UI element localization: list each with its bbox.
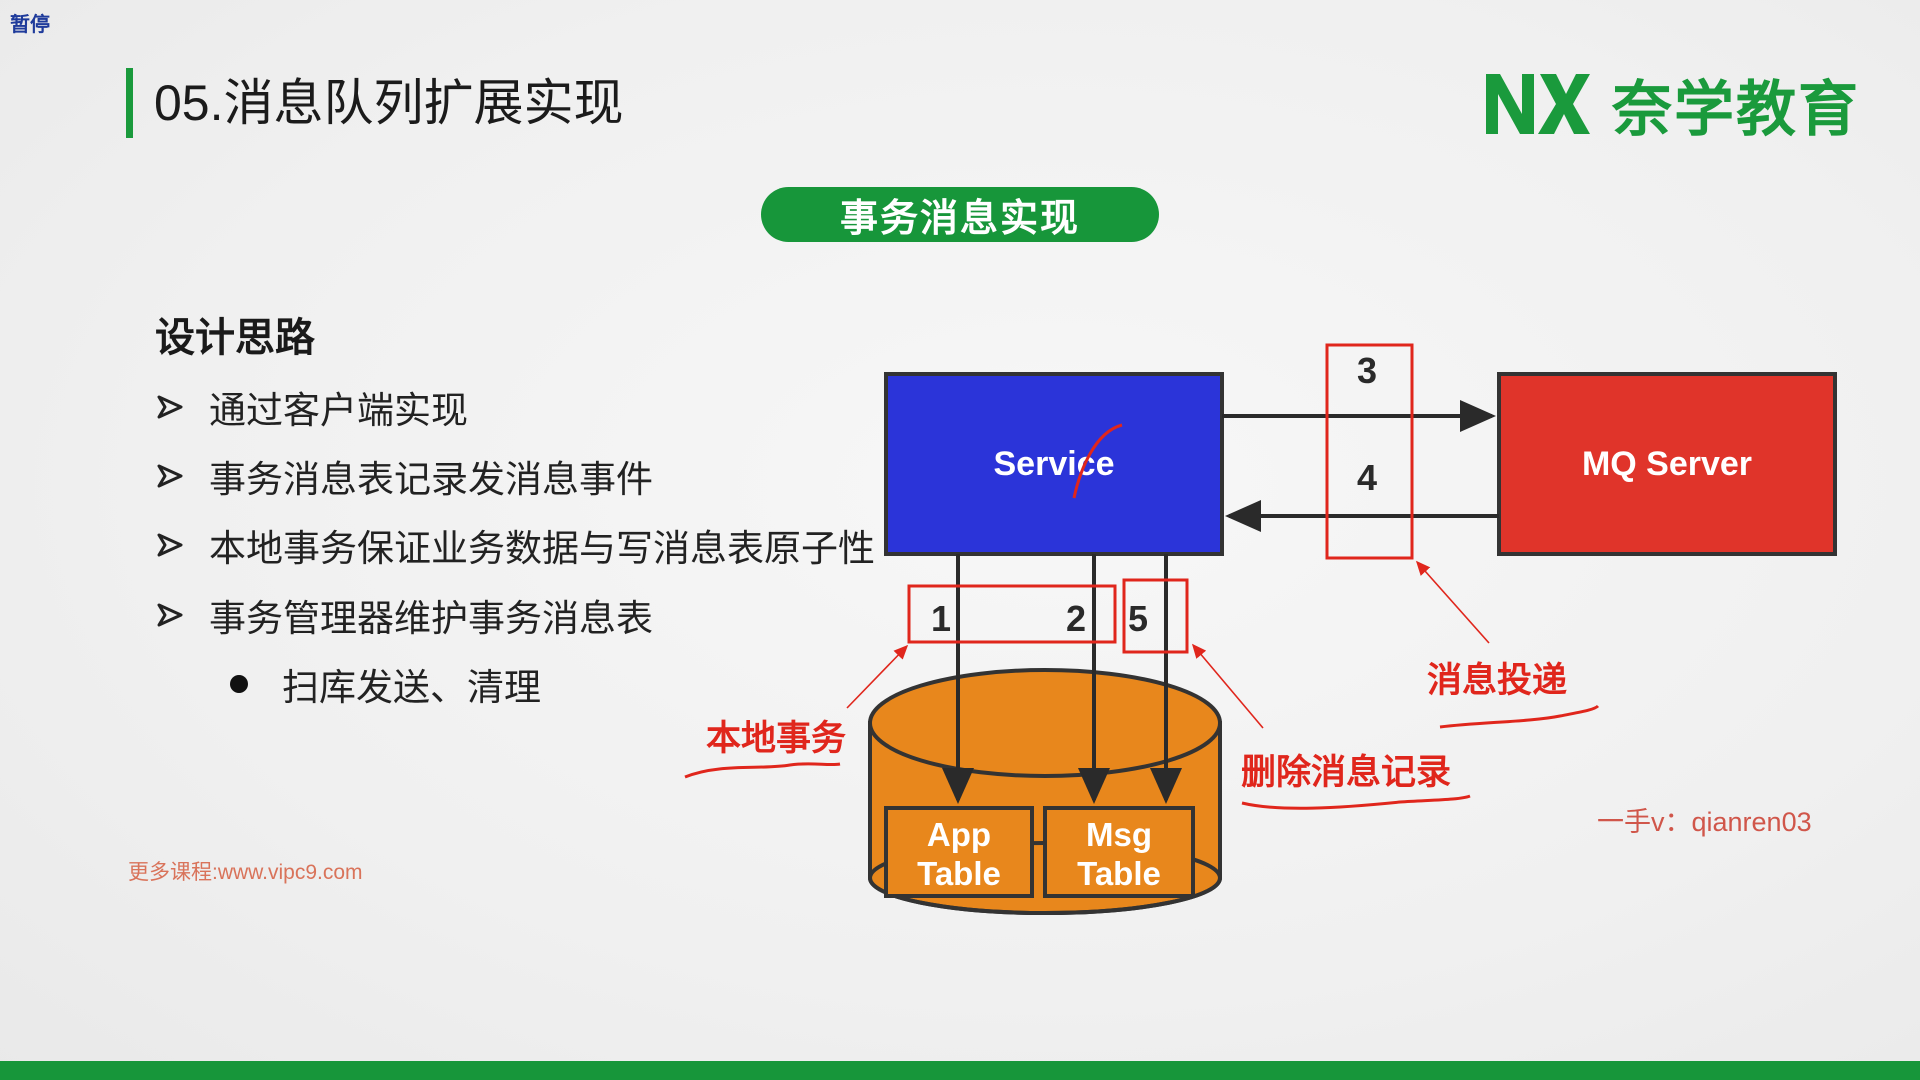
title-accent-bar [126, 68, 133, 138]
annotation-underline [1241, 794, 1471, 810]
step-label-1: 1 [931, 598, 951, 639]
dot-bullet-icon [230, 675, 248, 693]
arrow-bullet-icon [157, 464, 183, 488]
annotation-underline [684, 762, 841, 779]
service-box [884, 372, 1224, 556]
step-label-3: 3 [1357, 350, 1377, 391]
annotation-deliver: 消息投递 [1427, 660, 1567, 700]
bullet-item: 通过客户端实现 [155, 380, 468, 434]
annotation-pointer [1415, 560, 1490, 644]
step-box-1-2 [907, 584, 1117, 644]
bullet-item: 事务管理器维护事务消息表 [155, 588, 653, 642]
bullet-text: 事务消息表记录发消息事件 [209, 459, 653, 500]
app-table-label: Table [917, 855, 1001, 892]
bullet-text: 通过客户端实现 [209, 390, 468, 431]
app-table-label: App [927, 816, 991, 853]
msg-table-label: Table [1077, 855, 1161, 892]
sub-bullet-text: 扫库发送、清理 [282, 667, 541, 708]
step-label-4: 4 [1357, 457, 1377, 498]
bottom-stripe [0, 1061, 1920, 1080]
pen-scribble-icon [1072, 423, 1123, 499]
pause-label[interactable]: 暂停 [10, 14, 50, 36]
bullet-text: 本地事务保证业务数据与写消息表原子性 [209, 528, 875, 569]
nx-logo-icon [1486, 74, 1590, 134]
sub-bullet-item: 扫库发送、清理 [230, 657, 541, 711]
section-pill: 事务消息实现 [761, 187, 1159, 242]
arrow-bullet-icon [157, 395, 183, 419]
msg-table-box [1043, 806, 1195, 898]
arrow-bullet-icon [157, 603, 183, 627]
annotation-underline [1439, 704, 1600, 729]
brand-logo: 奈学教育 [1480, 64, 1860, 144]
arrow-bullet-icon [157, 533, 183, 557]
mq-server-label: MQ Server [1582, 445, 1752, 483]
step-label-2: 2 [1066, 598, 1086, 639]
watermark-left: 更多课程:www.vipc9.com [128, 861, 363, 884]
bullet-item: 事务消息表记录发消息事件 [155, 449, 653, 503]
bullet-item: 本地事务保证业务数据与写消息表原子性 [155, 518, 875, 572]
watermark-right: 一手v：qianren03 [1597, 807, 1812, 837]
msg-table-label: Msg [1086, 816, 1152, 853]
service-label: Service [994, 445, 1115, 483]
annotation-pointer [1191, 643, 1264, 729]
step-box-3-4 [1325, 343, 1414, 560]
design-heading: 设计思路 [155, 316, 315, 360]
step-label-5: 5 [1128, 598, 1148, 639]
annotation-local-tx: 本地事务 [706, 719, 846, 758]
page-title: 05.消息队列扩展实现 [154, 75, 624, 131]
annotation-delete-record: 删除消息记录 [1241, 752, 1451, 792]
bullet-text: 事务管理器维护事务消息表 [209, 598, 653, 639]
mq-server-box [1497, 372, 1837, 556]
app-table-box [884, 806, 1034, 898]
logo-text: 奈学教育 [1612, 75, 1860, 143]
step-box-5 [1122, 578, 1189, 654]
annotation-pointer [846, 644, 909, 709]
